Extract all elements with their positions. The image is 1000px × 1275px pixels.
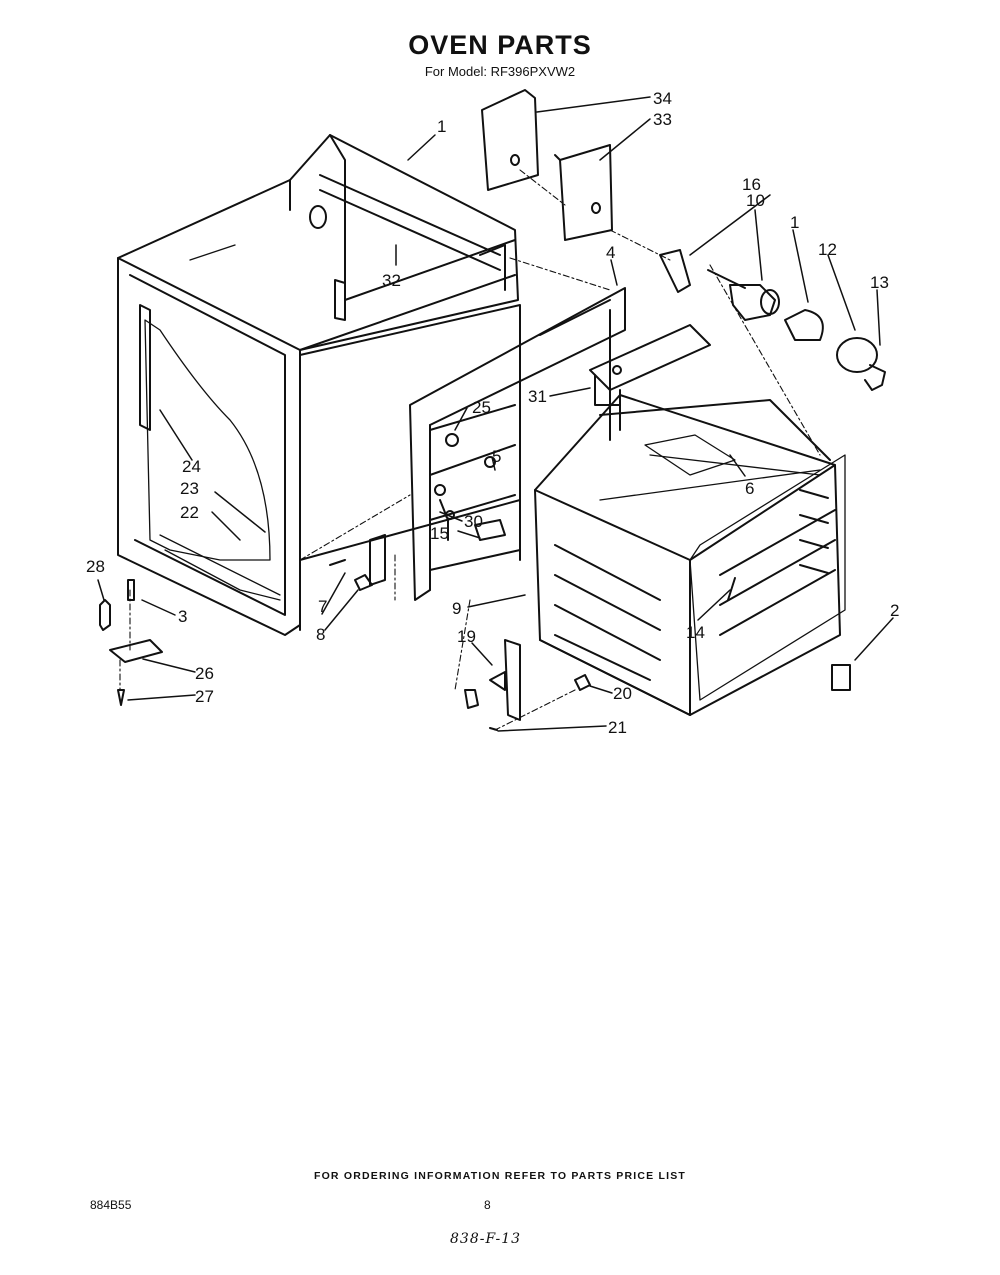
callout-34: 34 [653,89,672,108]
page-number: 8 [484,1198,491,1212]
callout-9: 9 [452,599,461,618]
document-code: 884B55 [90,1198,132,1212]
oven-front-frame-shape [409,287,626,601]
callout-7: 7 [318,597,327,616]
exploded-guide-lines [119,169,821,731]
callout-6: 6 [745,479,754,498]
callout-5: 5 [492,447,501,466]
callout-labels: 34 33 1 16 10 1 12 13 4 32 31 25 5 6 24 … [86,89,899,737]
callout-33: 33 [653,110,672,129]
callout-12: 12 [818,240,837,259]
callout-1b: 1 [790,213,799,232]
callout-28: 28 [86,557,105,576]
oven-cabinet-shape [117,134,521,636]
callout-14: 14 [686,623,705,642]
callout-16: 16 [742,175,761,194]
callout-19: 19 [457,627,476,646]
callout-26: 26 [195,664,214,683]
callout-10: 10 [746,191,765,210]
callout-13: 13 [870,273,889,292]
callout-21: 21 [608,718,627,737]
leader-lines [97,96,894,732]
model-subtitle: For Model: RF396PXVW2 [424,64,576,79]
callout-23: 23 [180,479,199,498]
callout-27: 27 [195,687,214,706]
handwritten-note: 838-F-13 [450,1231,522,1247]
callout-1: 1 [437,117,446,136]
page-title: OVEN PARTS [408,30,592,60]
small-parts-shape [99,499,851,731]
ordering-footer: FOR ORDERING INFORMATION REFER TO PARTS … [313,1170,687,1182]
callout-24: 24 [182,457,201,476]
callout-31: 31 [528,387,547,406]
callout-25: 25 [472,398,491,417]
vent-plates-shape [481,89,613,241]
oven-light-shape [659,249,886,391]
callout-8: 8 [316,625,325,644]
callout-20: 20 [613,684,632,703]
callout-4: 4 [606,243,615,262]
callout-2: 2 [890,601,899,620]
callout-30: 30 [464,512,483,531]
callout-22: 22 [180,503,199,522]
callout-3: 3 [178,607,187,626]
oven-liner-shape [534,394,846,716]
bracket-shape [589,324,711,406]
callout-32: 32 [382,271,401,290]
callout-15: 15 [430,524,449,543]
